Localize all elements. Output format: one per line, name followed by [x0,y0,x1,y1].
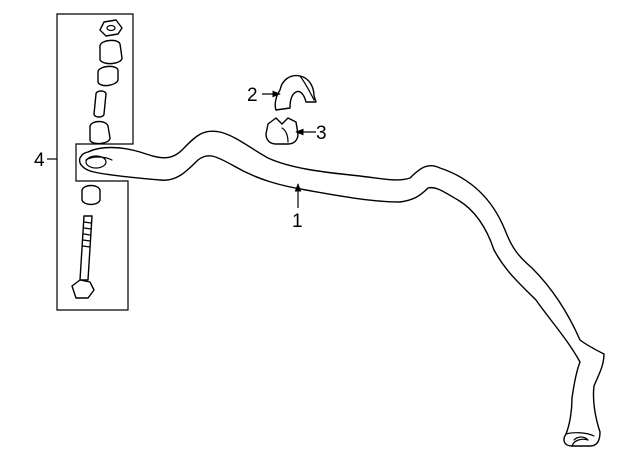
bushing [265,117,299,145]
bar-far-end-foot [565,432,595,447]
link-bolt-threads [82,221,92,248]
bushing-slot [281,127,289,143]
bushing-bracket [274,74,317,111]
link-bolt-head-icon [71,279,95,299]
bar-end-eye [85,155,107,169]
bar-far-end-eye [573,436,589,441]
bushing-outline [265,117,299,145]
link-nut-icon [99,19,123,37]
link-washer-bushing-icon [81,184,101,206]
link-lower-bushing-icon [89,120,111,145]
link-bolt-shaft-icon [79,215,93,281]
stabilizer-bar-outline [78,130,605,447]
stabilizer-bar [78,130,605,447]
link-nut-hole [106,24,116,32]
link-retainer-icon [97,65,119,87]
link-sleeve-icon [93,90,107,118]
bushing-bracket-flange [299,75,315,101]
link-upper-bushing-icon [99,39,123,65]
callout-2-label: 2 [247,85,258,106]
callout-4-label: 4 [34,150,45,171]
link-kit-box [56,13,134,311]
callout-3-label: 3 [316,123,327,144]
callout-1-label: 1 [292,211,303,232]
link-kit-bracket-outline [56,13,134,311]
bar-end-bend-mark [85,156,113,161]
